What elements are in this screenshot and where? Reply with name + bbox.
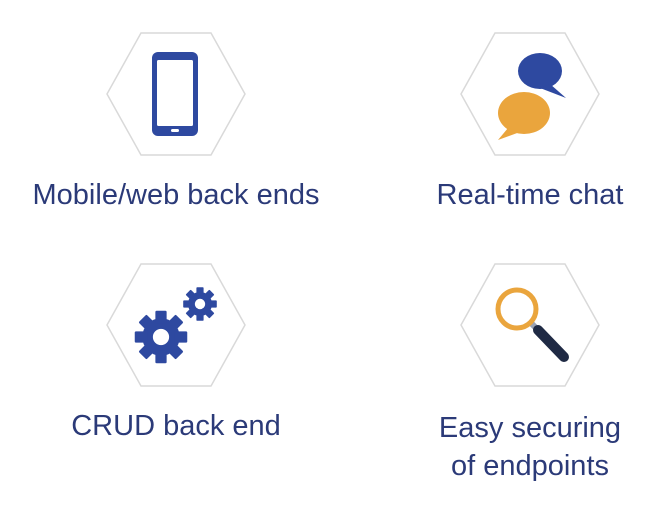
label-line: of endpoints	[450, 450, 609, 482]
label-line: CRUD back end	[71, 410, 281, 442]
large-gear	[134, 310, 188, 364]
gears-icon	[134, 287, 217, 364]
chat-bubbles-icon	[498, 53, 566, 140]
label-line: Real-time chat	[436, 179, 624, 211]
magnifying-glass-icon	[495, 287, 569, 362]
label-line: Easy securing	[438, 412, 622, 444]
feature-label: Mobile/web back ends	[26, 176, 326, 214]
mobile-phone-icon	[152, 52, 198, 136]
feature-label: Real-time chat	[400, 176, 657, 214]
feature-label: Easy securing of endpoints	[400, 409, 657, 485]
chat-bubble-blue	[518, 53, 566, 98]
chat-bubble-orange	[498, 92, 550, 140]
label-line: Mobile/web back ends	[32, 179, 320, 211]
feature-label: CRUD back end	[26, 407, 326, 445]
small-gear	[183, 287, 217, 321]
